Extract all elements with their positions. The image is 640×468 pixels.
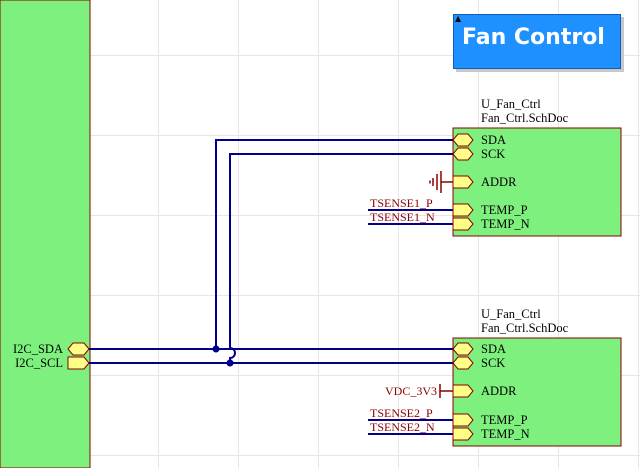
sheet-top-port-addr: ADDR bbox=[481, 175, 517, 189]
entry-sda-bottom[interactable] bbox=[452, 342, 474, 356]
sheet-top-port-temp-n: TEMP_N bbox=[481, 217, 530, 231]
parent-port-scl-shape[interactable] bbox=[67, 356, 90, 370]
ground-icon bbox=[429, 171, 453, 193]
entry-sck-bottom[interactable] bbox=[452, 356, 474, 370]
sheet-symbol-top[interactable] bbox=[452, 127, 622, 237]
sheet-top-port-sda: SDA bbox=[481, 133, 506, 147]
entry-addr-bottom[interactable] bbox=[452, 384, 474, 398]
junction-sda bbox=[212, 345, 220, 353]
entry-temp-p-bottom[interactable] bbox=[452, 413, 474, 427]
sheet-bottom-port-sck: SCK bbox=[481, 356, 505, 370]
parent-port-sda-label: I2C_SDA bbox=[13, 342, 63, 356]
net-label-tsense2-n[interactable]: TSENSE2_N bbox=[370, 420, 435, 434]
parent-port-scl-label: I2C_SCL bbox=[15, 356, 63, 370]
sheet-bottom-designator[interactable]: U_Fan_Ctrl bbox=[481, 307, 541, 321]
entry-temp-n-bottom[interactable] bbox=[452, 427, 474, 441]
sheet-top-port-sck: SCK bbox=[481, 147, 505, 161]
sheet-bottom-port-sda: SDA bbox=[481, 342, 506, 356]
net-label-tsense1-p[interactable]: TSENSE1_P bbox=[370, 196, 433, 210]
sheet-top-port-temp-p: TEMP_P bbox=[481, 203, 528, 217]
sheet-symbol-bottom[interactable] bbox=[452, 337, 622, 447]
sheet-top-designator[interactable]: U_Fan_Ctrl bbox=[481, 97, 541, 111]
wire-sda-top[interactable] bbox=[215, 139, 453, 349]
sheet-bottom-port-addr: ADDR bbox=[481, 384, 517, 398]
fan-control-note[interactable]: ▲ Fan Control bbox=[453, 14, 621, 69]
parent-sheet-body[interactable] bbox=[0, 0, 91, 468]
sheet-bottom-filename[interactable]: Fan_Ctrl.SchDoc bbox=[481, 321, 569, 335]
entry-sda-top[interactable] bbox=[452, 133, 474, 147]
entry-sck-top[interactable] bbox=[452, 147, 474, 161]
entry-temp-p-top[interactable] bbox=[452, 203, 474, 217]
power-port-label[interactable]: VDC_3V3 bbox=[385, 384, 437, 398]
entry-temp-n-top[interactable] bbox=[452, 217, 474, 231]
sheet-bottom-port-temp-p: TEMP_P bbox=[481, 413, 528, 427]
wire-scl-top[interactable] bbox=[229, 153, 453, 363]
note-title: Fan Control bbox=[462, 25, 605, 50]
parent-port-sda-shape[interactable] bbox=[67, 342, 90, 356]
sheet-bottom-port-temp-n: TEMP_N bbox=[481, 427, 530, 441]
net-label-tsense1-n[interactable]: TSENSE1_N bbox=[370, 210, 435, 224]
entry-addr-top[interactable] bbox=[452, 175, 474, 189]
power-port-icon bbox=[439, 384, 453, 398]
junction-scl bbox=[226, 359, 234, 367]
net-label-tsense2-p[interactable]: TSENSE2_P bbox=[370, 406, 433, 420]
note-collapse-icon[interactable]: ▲ bbox=[455, 14, 462, 23]
sheet-top-filename[interactable]: Fan_Ctrl.SchDoc bbox=[481, 111, 569, 125]
